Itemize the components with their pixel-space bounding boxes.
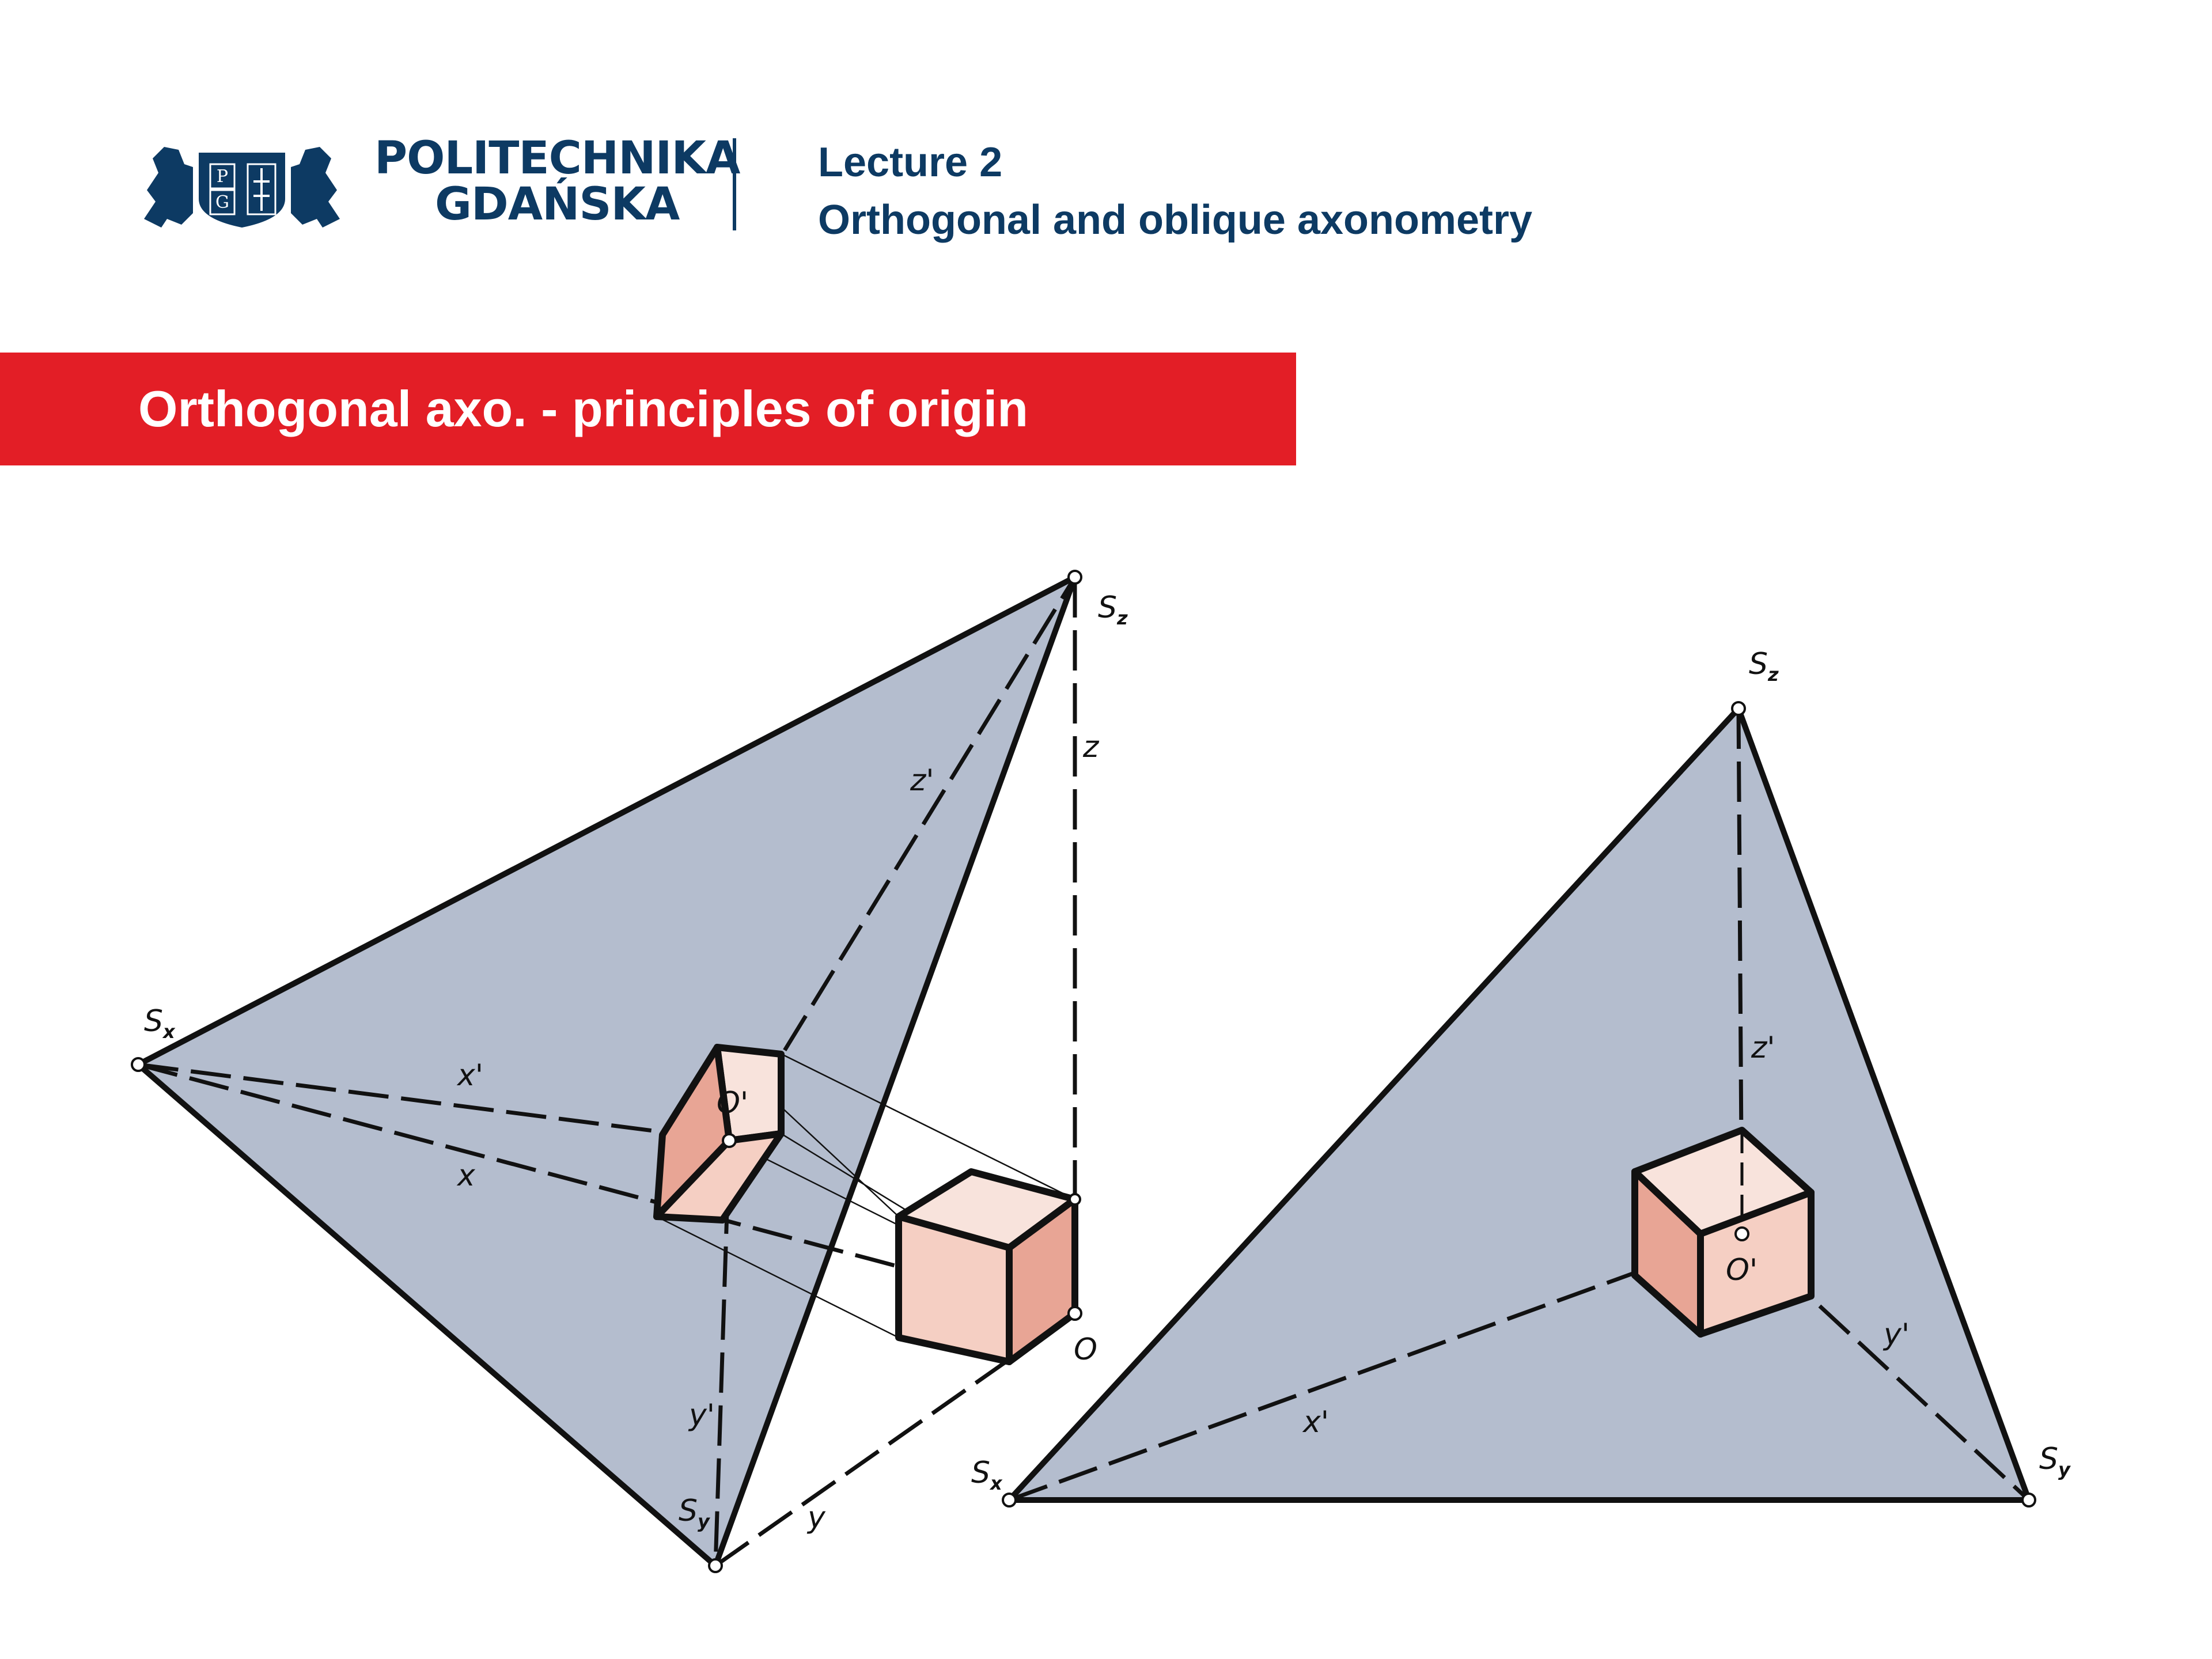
shield-letter-p: P	[217, 166, 228, 187]
left-point-z-top	[1069, 1193, 1081, 1206]
left-projected-cube	[653, 1044, 785, 1224]
left-real-cube	[895, 1168, 1078, 1365]
right-point-sx	[1002, 1493, 1017, 1508]
right-label-y-prime: y'	[1883, 1317, 1910, 1352]
university-crest-logo: P G	[144, 147, 340, 228]
right-axis-x-prime	[1008, 1232, 1743, 1502]
section-banner: Orthogonal axo. - principles of origin	[0, 353, 1296, 465]
left-axis-x-prime	[138, 1062, 730, 1143]
right-point-sz	[1731, 701, 1746, 716]
left-label-sx: Sx	[144, 1004, 176, 1043]
right-cube	[1631, 1127, 1815, 1338]
left-label-z: z	[1082, 730, 1100, 764]
header-divider	[733, 138, 736, 230]
left-projection-plane	[135, 574, 1078, 1569]
university-name: POLITECHNIKA GDAŃSKA	[374, 135, 740, 228]
right-label-o-prime: O'	[1726, 1253, 1758, 1287]
right-label-x-prime: x'	[1302, 1405, 1329, 1440]
left-label-o-prime: O'	[717, 1086, 748, 1120]
left-label-sz: Sz	[1098, 590, 1128, 629]
lecture-number: Lecture 2	[818, 139, 1003, 185]
brand-line-2: GDAŃSKA	[434, 179, 680, 230]
section-title: Orthogonal axo. - principles of origin	[138, 380, 1028, 437]
lecture-info: Lecture 2 Orthogonal and oblique axonome…	[818, 134, 1532, 249]
right-label-sz: Sz	[1749, 647, 1779, 685]
shield-letter-g: G	[215, 192, 229, 213]
left-label-o: O	[1074, 1332, 1097, 1367]
header: P G POLITECHNIKA GDAŃSKA Lecture 2 Ortho…	[0, 0, 2212, 346]
right-label-sx: Sx	[971, 1456, 1003, 1494]
left-label-x: x	[456, 1158, 476, 1193]
left-point-o-prime	[722, 1133, 737, 1148]
left-label-y: y	[806, 1501, 826, 1535]
left-label-z-prime: z'	[910, 763, 934, 798]
right-label-z-prime: z'	[1751, 1031, 1775, 1065]
right-label-sy: Sy	[2039, 1442, 2071, 1480]
right-projection-plane	[1006, 706, 2032, 1503]
right-diagram: Sz Sx Sy z' x' y' O'	[971, 647, 2071, 1508]
brand-line-1: POLITECHNIKA	[374, 132, 740, 184]
left-axis-z-prime	[728, 576, 1077, 1142]
right-point-o-prime	[1734, 1226, 1749, 1241]
left-axis-y	[714, 1312, 1077, 1567]
left-point-sx	[131, 1057, 146, 1072]
left-label-x-prime: x'	[456, 1058, 483, 1093]
left-point-o	[1067, 1306, 1082, 1321]
right-point-sy	[2021, 1493, 2036, 1508]
left-point-sz	[1067, 570, 1082, 585]
lecture-topic: Orthogonal and oblique axonometry	[818, 197, 1533, 243]
left-point-sy	[708, 1558, 723, 1573]
left-diagram: Sz Sx Sy z z' x' x y' y O' O	[131, 570, 1128, 1573]
left-label-y-prime: y'	[688, 1398, 715, 1433]
left-label-sy: Sy	[679, 1494, 710, 1532]
